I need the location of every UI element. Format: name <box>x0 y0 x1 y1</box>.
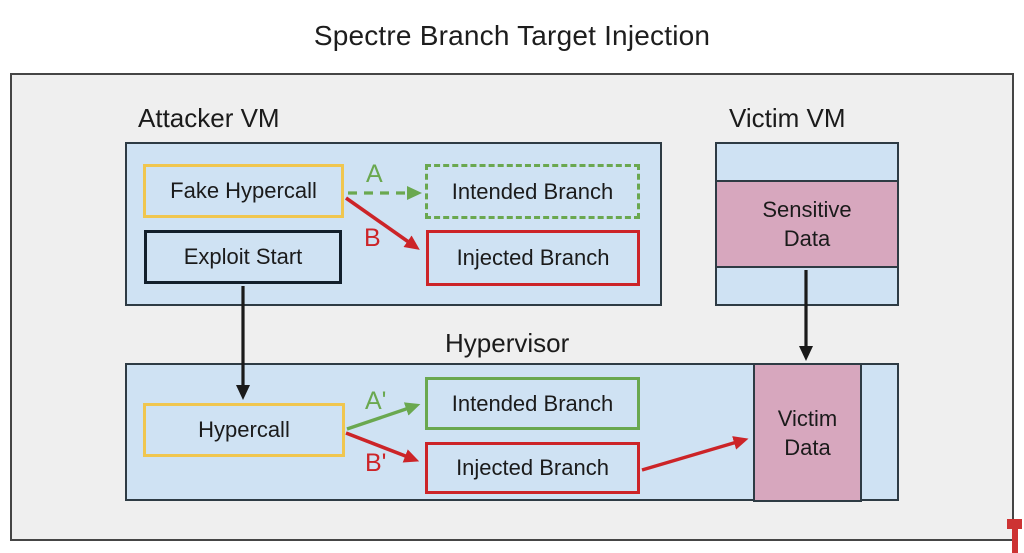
victim-vm-label: Victim VM <box>729 103 846 133</box>
injected-branch-attacker-node: Injected Branch <box>426 230 640 286</box>
arrow-a-label: A <box>366 160 383 188</box>
hypercall-node: Hypercall <box>143 403 345 457</box>
arrow-b-label: B <box>364 224 381 252</box>
hypervisor-label: Hypervisor <box>445 328 570 358</box>
attacker-vm-label: Attacker VM <box>138 103 280 133</box>
arrow-a-prime-label: A' <box>365 387 387 415</box>
intended-branch-attacker-node: Intended Branch <box>425 164 640 219</box>
victim-data-text: Victim Data <box>777 405 838 460</box>
arrow-b-prime-label: B' <box>365 449 387 477</box>
victim-data-node: Victim Data <box>753 363 862 502</box>
injected-branch-hypervisor-node: Injected Branch <box>425 442 640 494</box>
exploit-start-node: Exploit Start <box>144 230 342 284</box>
sensitive-data-node: Sensitive Data <box>717 180 897 268</box>
sensitive-data-text: Sensitive Data <box>762 197 852 251</box>
intended-branch-hypervisor-node: Intended Branch <box>425 377 640 430</box>
fake-hypercall-node: Fake Hypercall <box>143 164 344 218</box>
red-cursor-artifact-stem <box>1012 524 1018 553</box>
diagram-title: Spectre Branch Target Injection <box>313 20 711 51</box>
